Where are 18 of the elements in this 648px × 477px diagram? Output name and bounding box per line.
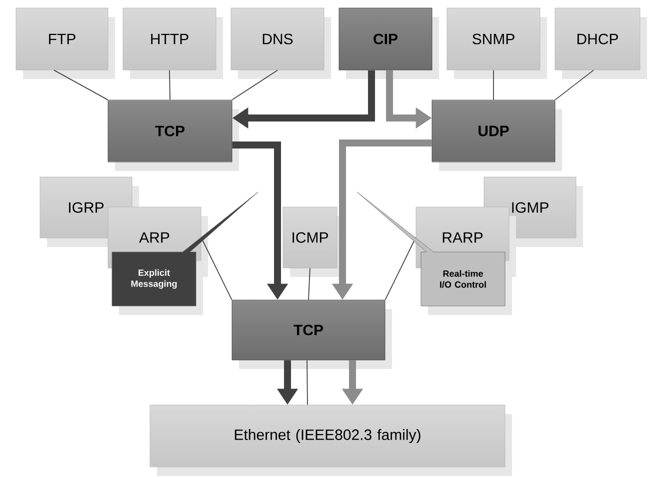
protocol-box: CIP: [338, 8, 439, 79]
connector-line: [169, 70, 170, 100]
connector-line: [306, 360, 308, 406]
protocol-box: SNMP: [446, 8, 547, 79]
connector-line: [493, 70, 494, 100]
network-layer-box: Ethernet (IEEE802.3 family): [150, 404, 512, 476]
protocol-box: DHCP: [554, 8, 647, 79]
protocol-box: UDP: [432, 100, 562, 171]
protocol-box: HTTP: [122, 8, 223, 79]
protocol-box: FTP: [16, 8, 115, 79]
connector-line: [308, 268, 310, 300]
protocol-box: TCP: [108, 100, 239, 171]
connector-line: [54, 70, 108, 100]
protocol-box: ICMP: [282, 206, 344, 277]
connector-line: [232, 70, 278, 100]
connector-line: [554, 70, 594, 100]
protocol-box: TCP: [232, 300, 392, 369]
protocol-box: DNS: [230, 8, 331, 79]
